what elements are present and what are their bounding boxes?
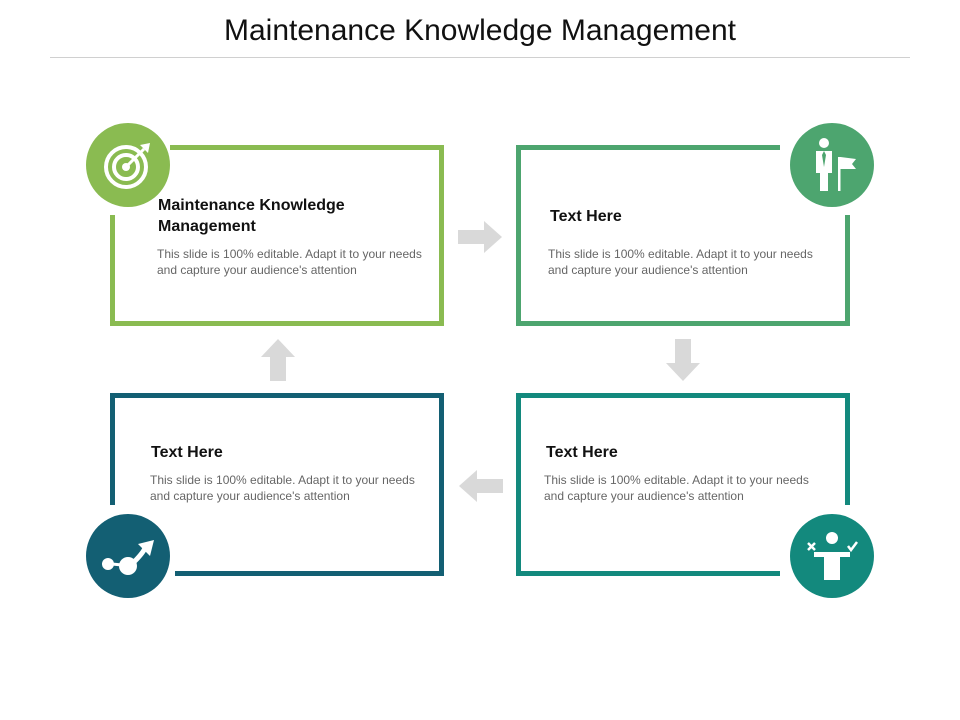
box-bottom-right-body: This slide is 100% editable. Adapt it to… xyxy=(544,473,809,503)
box-top-left xyxy=(110,145,444,326)
box-bottom-left xyxy=(110,393,444,576)
title-divider xyxy=(50,57,910,58)
arrow-down-icon xyxy=(666,339,700,381)
box-bottom-right-title: Text Here xyxy=(546,444,618,461)
businessman-flag-icon xyxy=(816,138,856,191)
arrow-right-icon xyxy=(458,221,502,253)
box-bottom-left-body: This slide is 100% editable. Adapt it to… xyxy=(150,473,415,503)
circle-bottom-right xyxy=(790,514,874,598)
slide-title: Maintenance Knowledge Management xyxy=(223,14,736,47)
path-arrow-icon xyxy=(102,540,154,575)
circle-top-left xyxy=(86,123,170,207)
box-bottom-right xyxy=(516,393,850,576)
target-icon xyxy=(104,143,150,189)
circle-top-right xyxy=(790,123,874,207)
decision-person-icon xyxy=(807,532,858,580)
arrow-up-icon xyxy=(261,339,295,381)
box-top-left-body: This slide is 100% editable. Adapt it to… xyxy=(157,247,422,277)
circle-bottom-left xyxy=(86,514,170,598)
box-bottom-left-title: Text Here xyxy=(151,444,223,461)
arrow-left-icon xyxy=(459,470,503,502)
box-top-right xyxy=(516,145,850,326)
box-top-right-title: Text Here xyxy=(550,208,622,225)
box-top-right-body: This slide is 100% editable. Adapt it to… xyxy=(548,247,813,277)
box-top-left-title: Maintenance Knowledge Management xyxy=(158,197,345,235)
